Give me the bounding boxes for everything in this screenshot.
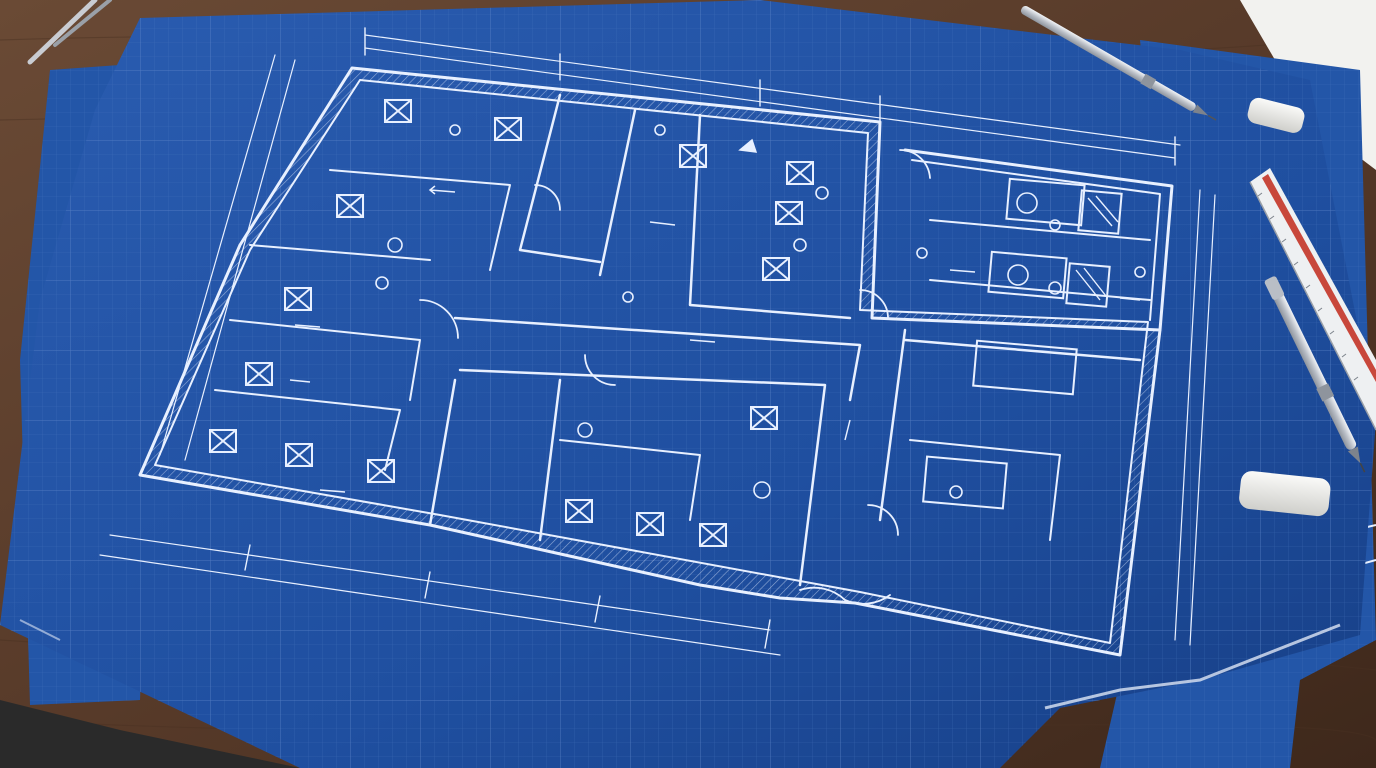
scale-ruler (1249, 168, 1376, 431)
fixture-symbols (375, 124, 1146, 499)
mechanical-pencil-top (1020, 6, 1217, 121)
eraser-top (1247, 97, 1305, 133)
mechanical-pencil-right (1264, 276, 1366, 473)
floor-shadow (0, 700, 300, 768)
flow-arrows (289, 138, 1141, 493)
drafting-compass (27, 0, 112, 65)
hvac-diffusers (209, 99, 814, 547)
eraser-bottom (1239, 471, 1331, 517)
mechanical-units (922, 177, 1123, 510)
floor-plan (99, 27, 1216, 657)
